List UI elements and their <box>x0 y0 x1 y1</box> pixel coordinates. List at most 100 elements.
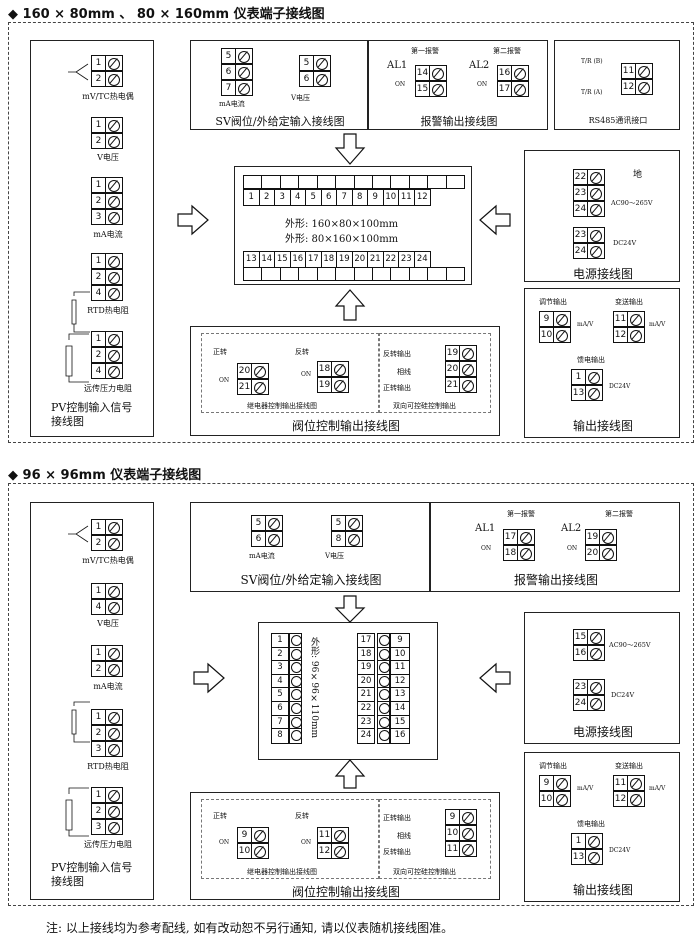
terminal: 20 <box>585 545 617 561</box>
dimension-1: 外形: 160×80×100mm <box>285 219 399 230</box>
terminal: 2 <box>91 535 123 551</box>
alarm1-head: 第一报警 <box>507 510 535 518</box>
pv-caption: mA电流 <box>93 682 123 691</box>
terminal: 9 <box>539 311 571 327</box>
dimension-2: 外形: 80×160×100mm <box>285 234 399 245</box>
terminal: 12 <box>613 327 645 343</box>
reg-output-label: 调节输出 <box>539 762 567 770</box>
terminal: 10 <box>539 327 571 343</box>
reg-output-label: 调节输出 <box>539 298 567 306</box>
terminal: 10 <box>539 791 571 807</box>
scr-caption: 双向可控硅控制输出 <box>393 868 456 876</box>
terminal: 7 <box>221 80 253 96</box>
output-title: 输出接线图 <box>572 883 633 897</box>
valve-title: 阀位控制输出接线图 <box>291 885 400 899</box>
terminal: 3 <box>91 209 123 225</box>
alarm2-name: AL2 <box>469 60 490 71</box>
power-panel: 15 16 AC90～265V 23 24 DC24V 电源接线图 <box>524 612 680 744</box>
terminal: 5 <box>331 515 363 531</box>
alarm2-on: ON <box>477 81 488 88</box>
alarm1-head: 第一报警 <box>411 47 439 55</box>
section2-frame <box>8 483 694 906</box>
alarm2-on: ON <box>567 545 578 552</box>
pv-input-panel: 1 2 mV/TC热电偶 1 4 V电压 1 2 mA电流 1 2 3 RTD热… <box>30 502 154 900</box>
terminal: 3 <box>91 741 123 757</box>
terminal: 19 <box>585 529 617 545</box>
terminal: 9 <box>237 827 269 843</box>
terminal: 24 <box>573 201 605 217</box>
terminal: 11 <box>613 311 645 327</box>
scr-subpanel <box>379 333 491 413</box>
terminal: 5 <box>251 515 283 531</box>
terminal: 20 <box>237 363 269 379</box>
output-panel: 调节输出 9 10 mA/V 变送输出 11 12 mA/V 馈电输出 1 13… <box>524 288 680 438</box>
pv-caption: mA电流 <box>93 230 123 239</box>
valve-title: 阀位控制输出接线图 <box>291 419 400 433</box>
terminal: 19 <box>445 345 477 361</box>
rev-out-label: 反转输出 <box>383 350 411 358</box>
alarm1-name: AL1 <box>387 60 408 71</box>
terminal: 9 <box>445 809 477 825</box>
terminal: 21 <box>237 379 269 395</box>
section2-title: ◆ 96 × 96mm 仪表端子接线图 <box>8 468 202 483</box>
terminal: 10 <box>237 843 269 859</box>
right-screw-column <box>377 633 390 744</box>
terminal: 8 <box>331 531 363 547</box>
terminal: 2 <box>91 347 123 363</box>
terminal: 5 <box>221 48 253 64</box>
terminal: 15 <box>415 81 447 97</box>
alarm1-on: ON <box>481 545 492 552</box>
alarm2-name: AL2 <box>561 523 582 534</box>
relay-caption: 继电器控制输出接线图 <box>247 868 317 876</box>
pv-caption: mV/TC热电偶 <box>82 92 134 101</box>
power-panel: 22 23 24 地 AC90～265V 23 24 DC24V 电源接线图 <box>524 150 680 282</box>
sv-ma-caption: mA电流 <box>219 100 245 108</box>
terminal: 12 <box>621 79 653 95</box>
phase-label: 相线 <box>397 368 411 376</box>
bottom-screw-row <box>243 267 465 281</box>
terminal: 2 <box>91 661 123 677</box>
alarm-output-panel: 第一报警 AL1 ON 14 15 第二报警 AL2 ON 16 17 报警输出… <box>368 40 548 130</box>
terminal: 1 <box>91 787 123 803</box>
terminal: 22 <box>573 169 605 185</box>
rev-on: ON <box>301 839 312 846</box>
dc-label: DC24V <box>611 691 635 699</box>
terminal: 6 <box>251 531 283 547</box>
left-screw-column <box>289 633 302 744</box>
alarm-output-panel: 第一报警 AL1 ON 17 18 第二报警 AL2 ON 19 20 报警输出… <box>430 502 680 592</box>
terminal: 2 <box>91 133 123 149</box>
terminal: 15 <box>573 629 605 645</box>
dimension-label: 外形: 96×96×110mm <box>309 637 319 739</box>
comm-tb-label: T/R (B) <box>581 58 603 65</box>
sv-input-panel: 5 6 mA电流 5 8 V电压 SV阀位/外给定输入接线图 <box>190 502 430 592</box>
dc-label: DC24V <box>613 239 637 247</box>
terminal: 17 <box>503 529 535 545</box>
feed-output-label: 馈电输出 <box>577 356 605 364</box>
terminal: 23 <box>573 679 605 695</box>
output-panel: 调节输出 9 10 mA/V 变送输出 11 12 mA/V 馈电输出 1 13… <box>524 752 680 902</box>
alarm2-head: 第二报警 <box>493 47 521 55</box>
pv-caption: V电压 <box>97 153 119 162</box>
reg-unit: mA/V <box>577 785 594 792</box>
pv-title: PV控制输入信号接线图 <box>51 401 133 428</box>
terminal: 2 <box>91 269 123 285</box>
terminal: 5 <box>299 55 331 71</box>
terminal: 11 <box>317 827 349 843</box>
valve-output-panel: 正转 ON 9 10 反转 ON 11 12 继电器控制输出接线图 正转输出 相… <box>190 792 500 900</box>
alarm2-head: 第二报警 <box>605 510 633 518</box>
terminal: 18 <box>503 545 535 561</box>
pv-caption: RTD热电阻 <box>87 306 129 315</box>
terminal: 1 <box>91 117 123 133</box>
fwd-label: 正转 <box>213 812 227 820</box>
alarm1-on: ON <box>395 81 406 88</box>
terminal: 9 <box>539 775 571 791</box>
ac-label: AC90～265V <box>609 641 651 649</box>
rs485-panel: T/R (B) T/R (A) 11 12 RS485通讯接口 <box>554 40 680 130</box>
sv-input-panel: 5 6 7 mA电流 5 6 V电压 SV阀位/外给定输入接线图 <box>190 40 368 130</box>
feed-output-label: 馈电输出 <box>577 820 605 828</box>
terminal: 1 <box>91 519 123 535</box>
terminal: 1 <box>91 177 123 193</box>
valve-output-panel: 正转 ON 20 21 反转 ON 18 19 继电器控制输出接线图 反转输出 … <box>190 326 500 436</box>
sv-v-caption: V电压 <box>291 94 311 102</box>
